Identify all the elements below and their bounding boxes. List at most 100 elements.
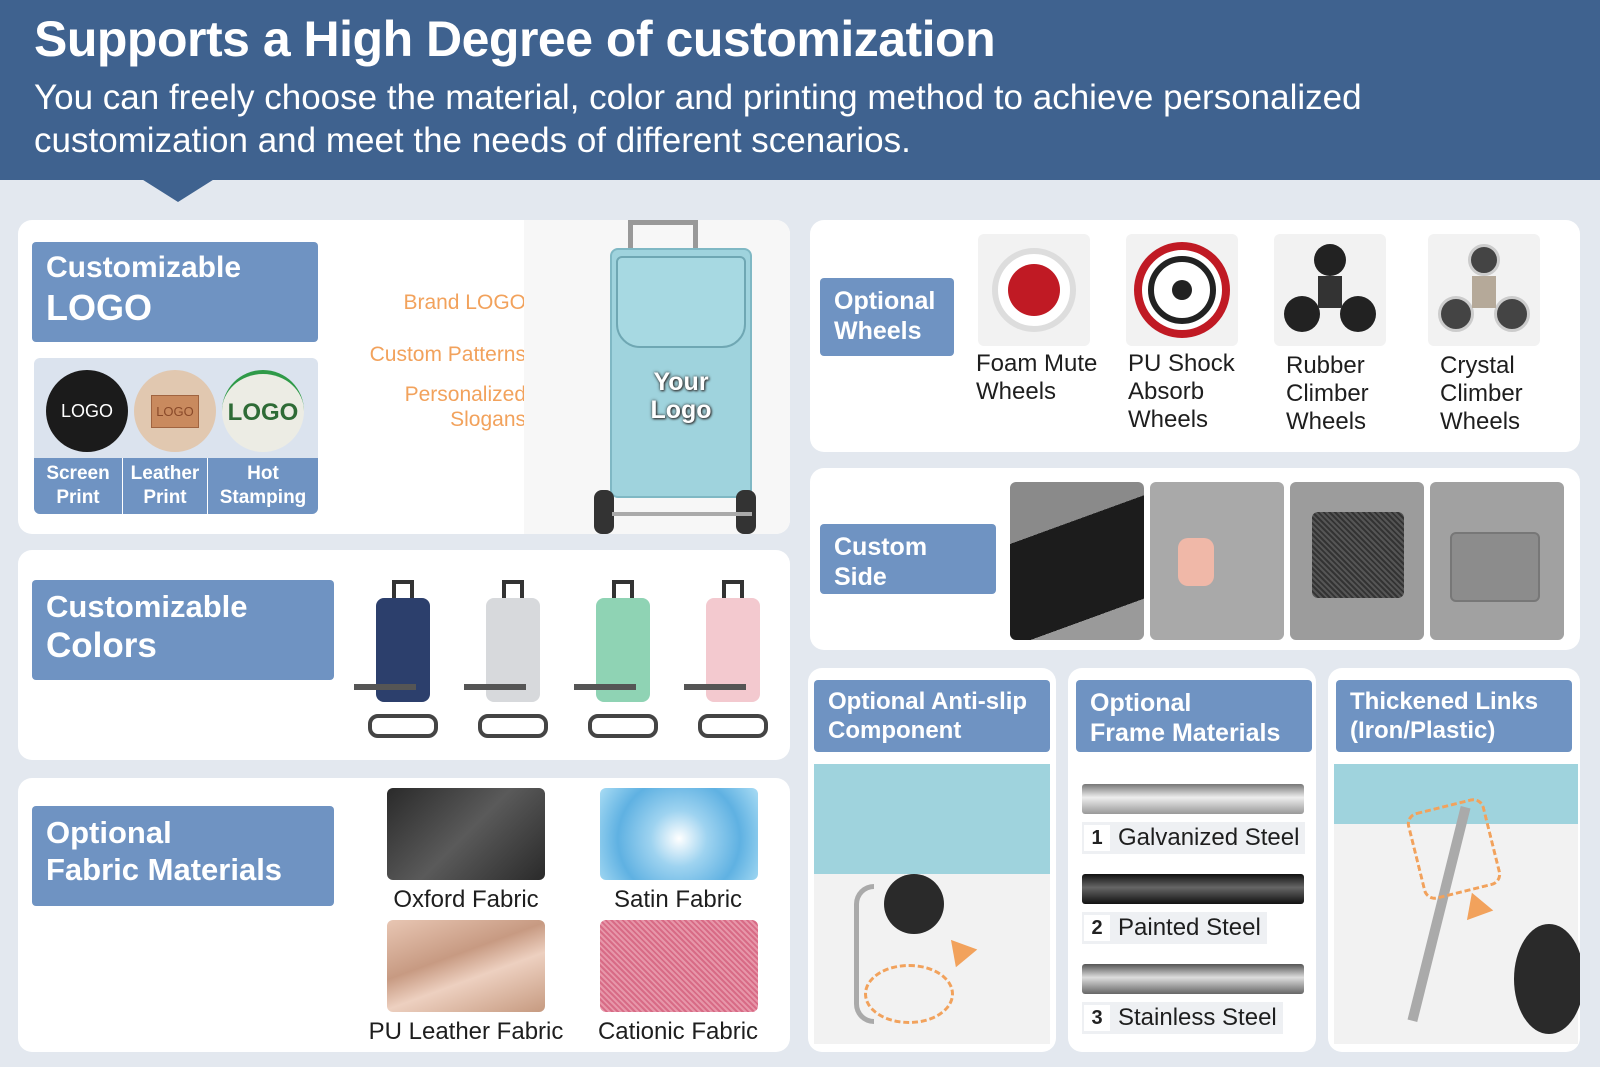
- crystal-climber-wheel-image: [1428, 234, 1540, 346]
- caption-line: Rubber: [1286, 352, 1365, 379]
- page-title: Supports a High Degree of customization: [34, 11, 996, 67]
- fabric-label-line1: Optional: [46, 815, 172, 850]
- hot-stamping-badge-text: LOGO: [227, 399, 299, 426]
- rubber-climber-wheel-image: [1274, 234, 1386, 346]
- pockets-label-line2: Pockets: [834, 593, 930, 621]
- leather-print-badge-text: LOGO: [151, 394, 199, 428]
- pink-bag: [684, 580, 774, 738]
- bag-logo-line: Logo: [650, 396, 712, 424]
- bag-logo-line: Your: [653, 368, 709, 396]
- pu-leather-swatch: [387, 920, 545, 1012]
- wheel-right: [1340, 296, 1376, 332]
- rubber-climber-caption: Rubber Climber Wheels: [1286, 352, 1369, 436]
- bag-seat: [574, 684, 636, 690]
- screen-print-badge: LOGO: [46, 370, 128, 452]
- caption-line: Wheels: [976, 378, 1057, 405]
- oxford-fabric-swatch: [387, 788, 545, 880]
- bottle-icon: [1178, 538, 1214, 586]
- wheel-center: [1172, 280, 1192, 300]
- callout-text: Personalized Slogans: [405, 382, 526, 432]
- pockets-label: Custom Side Pockets: [820, 524, 996, 621]
- caption-line: Hot: [247, 463, 279, 484]
- caption-line: Stamping: [219, 487, 307, 508]
- caption-line: Print: [56, 487, 100, 508]
- caption-line: Climber: [1440, 380, 1523, 407]
- logo-card: Customizable LOGO LOGO LOGO LOGO Screen …: [18, 220, 790, 534]
- frame-label-line1: Optional: [1090, 689, 1192, 717]
- bag-wheels: [368, 714, 438, 738]
- bag-seat: [464, 684, 526, 690]
- frame-name: Stainless Steel: [1118, 1004, 1277, 1031]
- hot-stamping-badge: LOGO: [222, 370, 304, 452]
- hot-stamping-caption: Hot Stamping: [208, 458, 318, 514]
- wheel-hub: [1008, 264, 1060, 316]
- caption-line: Crystal: [1440, 352, 1515, 379]
- frame-number: 3: [1084, 1005, 1110, 1031]
- bag-wheel-left: [594, 490, 614, 534]
- screen-print-caption: Screen Print: [34, 458, 122, 514]
- antislip-highlight: [864, 964, 954, 1024]
- antislip-image: [814, 764, 1050, 1044]
- pockets-label-line1: Custom Side: [834, 533, 928, 591]
- pu-shock-caption: PU Shock Absorb Wheels: [1128, 350, 1235, 434]
- logo-label-line1: Customizable: [46, 251, 242, 284]
- wheel-hub: [1148, 256, 1216, 324]
- colors-card: Customizable Colors: [18, 550, 790, 760]
- wheel: [884, 874, 944, 934]
- colors-label: Customizable Colors: [32, 580, 334, 680]
- callout-text: Custom Patterns: [369, 343, 526, 366]
- frame-card: Optional Frame Materials: [1068, 668, 1316, 1052]
- logo-methods-panel: LOGO LOGO LOGO Screen Print Leather Prin…: [34, 358, 318, 514]
- caption-line: Screen: [46, 463, 110, 484]
- antislip-label: Optional Anti-slip Component: [814, 680, 1050, 752]
- header-pointer: [140, 178, 216, 202]
- header-banner: Supports a High Degree of customization …: [0, 0, 1600, 202]
- screen-print-badge-text: LOGO: [60, 400, 113, 421]
- galvanized-steel-bar: [1082, 784, 1304, 814]
- bag-bottom: [1334, 764, 1578, 824]
- caption-line: Print: [143, 487, 187, 508]
- antislip-card: Optional Anti-slip Component: [808, 668, 1056, 1052]
- oxford-fabric-caption: Oxford Fabric: [393, 886, 539, 913]
- bag-handle: [722, 580, 744, 600]
- colors-label-line1: Customizable: [46, 589, 248, 624]
- frame-label-line2: Frame Materials: [1090, 719, 1281, 747]
- pocket-image-4: [1430, 482, 1564, 640]
- foam-mute-wheel-image: [978, 234, 1090, 346]
- logo-label: Customizable LOGO: [32, 242, 318, 342]
- satin-fabric-swatch: [600, 788, 758, 880]
- colors-label-line2: Colors: [46, 626, 157, 666]
- frame-item-2: 2 Painted Steel: [1082, 912, 1267, 944]
- logo-label-line2: LOGO: [46, 287, 152, 328]
- pocket-image-3: [1290, 482, 1424, 640]
- callout-text: Brand LOGO: [403, 291, 526, 314]
- frame-item-1: 1 Galvanized Steel: [1082, 822, 1306, 854]
- stainless-steel-bar: [1082, 964, 1304, 994]
- wheels-card: Optional Wheels Foam Mute Wheels PU Shoc…: [810, 220, 1580, 452]
- bag-logo-text: Your Logo: [636, 368, 726, 424]
- wheels-label-line1: Optional: [834, 287, 936, 315]
- links-image: [1334, 764, 1580, 1044]
- fabric-label: Optional Fabric Materials: [32, 806, 334, 906]
- wheel-top: [1468, 244, 1500, 276]
- wheel-right: [1494, 296, 1530, 332]
- caption-line: Wheels: [1440, 408, 1521, 435]
- bag-bottom: [814, 764, 1050, 874]
- cationic-fabric-swatch: [600, 920, 758, 1012]
- caption-line: Absorb: [1128, 378, 1205, 405]
- wheel-tire: [992, 248, 1076, 332]
- wheel-left: [1284, 296, 1320, 332]
- frame-number: 1: [1084, 825, 1110, 851]
- bag-wheels: [698, 714, 768, 738]
- links-card: Thickened Links (Iron/Plastic): [1328, 668, 1580, 1052]
- antislip-label-line2: Component: [828, 716, 962, 744]
- frame-item-3: 3 Stainless Steel: [1082, 1002, 1283, 1034]
- links-label-line1: Thickened Links: [1350, 688, 1539, 715]
- wheel-frame: [1472, 276, 1496, 308]
- wheel-frame: [1318, 276, 1342, 308]
- bag-image: Your Logo: [524, 220, 790, 534]
- wheel-top: [1314, 244, 1346, 276]
- wheels-label-line2: Wheels: [834, 317, 922, 345]
- bag-wheels: [588, 714, 658, 738]
- colored-bags-row: [348, 570, 778, 750]
